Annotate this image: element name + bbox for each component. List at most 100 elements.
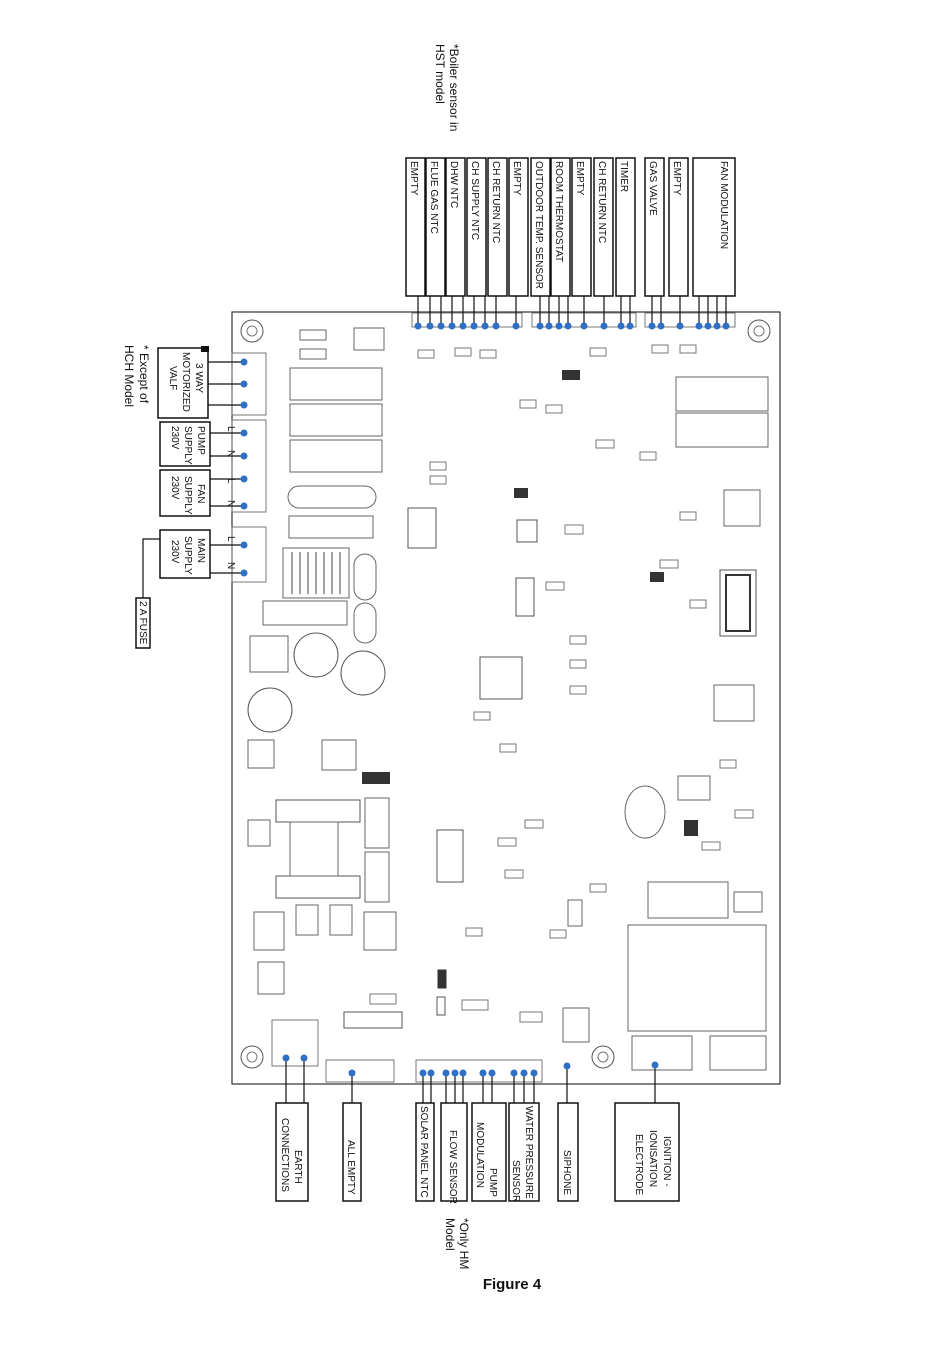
bottom-label-solar: SOLAR PANEL NTC bbox=[418, 1106, 429, 1198]
pin-dot bbox=[713, 322, 721, 330]
pin-dot bbox=[563, 1062, 571, 1070]
top-label-empty-2: EMPTY bbox=[511, 161, 522, 196]
pin-dot bbox=[240, 569, 248, 577]
bottom-label-earth-line1: EARTH bbox=[292, 1150, 303, 1184]
pin-dot bbox=[617, 322, 625, 330]
pin-dot bbox=[545, 322, 553, 330]
pin-dot bbox=[510, 1069, 518, 1077]
pin-dot bbox=[695, 322, 703, 330]
bottom-label-ignition-line3: ELECTRODE bbox=[633, 1134, 644, 1195]
left-label-main-line1: MAIN bbox=[195, 538, 206, 563]
top-label-box-empty-1 bbox=[405, 157, 426, 297]
top-label-box-flue-gas-ntc bbox=[425, 157, 446, 297]
bottom-wires bbox=[282, 1054, 659, 1103]
pin-dot bbox=[520, 1069, 528, 1077]
top-wires bbox=[414, 296, 730, 330]
pin-dot bbox=[419, 1069, 427, 1077]
pin-dot bbox=[448, 322, 456, 330]
pin-dot bbox=[555, 322, 563, 330]
pin-dot bbox=[651, 1061, 659, 1069]
pin-dot bbox=[722, 322, 730, 330]
pin-dot bbox=[676, 322, 684, 330]
bottom-label-box-water-pressure bbox=[508, 1102, 540, 1202]
bottom-label-siphone: SIPHONE bbox=[561, 1150, 572, 1195]
left-label-box-pump-supply bbox=[159, 421, 211, 467]
left-label-main-line2: SUPPLY bbox=[182, 536, 193, 575]
terminal-L-fan: L bbox=[225, 478, 236, 484]
note-boiler-sensor-line2: HST model bbox=[433, 44, 447, 104]
left-label-fuse: 2 A FUSE bbox=[137, 601, 148, 645]
top-label-ch-return-ntc-1: CH RETURN NTC bbox=[490, 161, 501, 243]
top-label-gas-valve: GAS VALVE bbox=[647, 161, 658, 216]
pin-dot bbox=[481, 322, 489, 330]
bottom-connector-labels: EARTH CONNECTIONS ALL EMPTY SOLAR PANEL … bbox=[275, 1102, 680, 1204]
top-label-ch-supply-ntc: CH SUPPLY NTC bbox=[469, 161, 480, 240]
top-connector-labels: EMPTY FLUE GAS NTC DHW NTC CH SUPPLY NTC… bbox=[405, 157, 736, 297]
pin-dot bbox=[470, 322, 478, 330]
left-label-fan-line2: SUPPLY bbox=[182, 476, 193, 515]
pin-dot bbox=[459, 322, 467, 330]
pin-dot bbox=[240, 541, 248, 549]
left-label-pump-line2: SUPPLY bbox=[182, 426, 193, 465]
top-label-flue-gas-ntc: FLUE GAS NTC bbox=[428, 161, 439, 234]
pin-dot bbox=[459, 1069, 467, 1077]
top-label-box-gas-valve bbox=[644, 157, 665, 297]
top-label-box-room-thermostat bbox=[550, 157, 571, 297]
pin-dot bbox=[536, 322, 544, 330]
top-label-outdoor-temp-sensor: OUTDOOR TEMP. SENSOR bbox=[533, 161, 544, 289]
top-label-ch-return-ntc-2: CH RETURN NTC bbox=[596, 161, 607, 243]
note-only-hm-line1: *Only HM bbox=[457, 1218, 471, 1269]
pin-dot bbox=[580, 322, 588, 330]
left-label-fan-line3: 230V bbox=[169, 476, 180, 500]
left-label-box-fan-supply bbox=[159, 469, 211, 517]
bottom-label-box-solar bbox=[415, 1102, 435, 1202]
bottom-label-flow: FLOW SENSOR bbox=[447, 1130, 458, 1204]
bottom-label-ignition-line2: IONISATION bbox=[647, 1130, 658, 1187]
pin-dot bbox=[240, 475, 248, 483]
note-except-hch-line1: * Except of bbox=[137, 345, 151, 404]
pin-dot bbox=[488, 1069, 496, 1077]
terminal-N-main: N bbox=[225, 562, 236, 569]
pin-dot bbox=[240, 401, 248, 409]
terminal-L-pump: L bbox=[225, 426, 236, 432]
bottom-label-box-earth bbox=[275, 1102, 309, 1202]
pin-dot bbox=[442, 1069, 450, 1077]
bottom-label-earth-line2: CONNECTIONS bbox=[279, 1118, 290, 1192]
top-label-box-ch-return-ntc-1 bbox=[487, 157, 508, 297]
pin-dot bbox=[626, 322, 634, 330]
note-except-hch: * Except of HCH Model bbox=[122, 345, 151, 407]
pin-dot bbox=[648, 322, 656, 330]
figure-caption: Figure 4 bbox=[482, 1276, 542, 1293]
bottom-label-pump-mod-line2: MODULATION bbox=[474, 1122, 485, 1188]
terminal-L-main: L bbox=[225, 536, 236, 542]
top-label-box-empty-3 bbox=[571, 157, 592, 297]
pin-dot bbox=[282, 1054, 290, 1062]
left-label-pump-line3: 230V bbox=[169, 426, 180, 450]
pin-dot bbox=[530, 1069, 538, 1077]
left-connector-labels: 3 WAY MOTORIZED VALF PUMP SUPPLY 230V FA… bbox=[135, 346, 236, 649]
left-label-box-motorized-valve bbox=[157, 347, 209, 419]
bottom-label-water-pressure-line2: SENSOR bbox=[510, 1160, 521, 1202]
pin-dot bbox=[657, 322, 665, 330]
top-label-box-ch-supply-ntc bbox=[466, 157, 487, 297]
bottom-label-box-siphone bbox=[557, 1102, 579, 1202]
pin-dot bbox=[414, 322, 422, 330]
left-label-pump-line1: PUMP bbox=[195, 426, 206, 455]
pin-dot bbox=[512, 322, 520, 330]
pin-dot bbox=[492, 322, 500, 330]
pin-dot bbox=[300, 1054, 308, 1062]
bottom-label-water-pressure-line1: WATER PRESSURE bbox=[523, 1106, 534, 1199]
top-label-box-timer bbox=[615, 157, 636, 297]
top-label-empty-4: EMPTY bbox=[671, 161, 682, 196]
left-label-main-line3: 230V bbox=[169, 540, 180, 564]
pin-dot bbox=[704, 322, 712, 330]
pin-dot bbox=[451, 1069, 459, 1077]
pin-dot bbox=[426, 322, 434, 330]
bottom-label-box-pump-modulation bbox=[471, 1102, 507, 1202]
top-label-box-fan-modulation bbox=[692, 157, 736, 297]
bottom-label-ignition-line1: IGNITION - bbox=[661, 1136, 672, 1187]
left-label-valve-line1: 3 WAY bbox=[193, 363, 204, 393]
left-label-box-main-supply bbox=[159, 529, 211, 579]
bottom-label-box-ignition bbox=[614, 1102, 680, 1202]
